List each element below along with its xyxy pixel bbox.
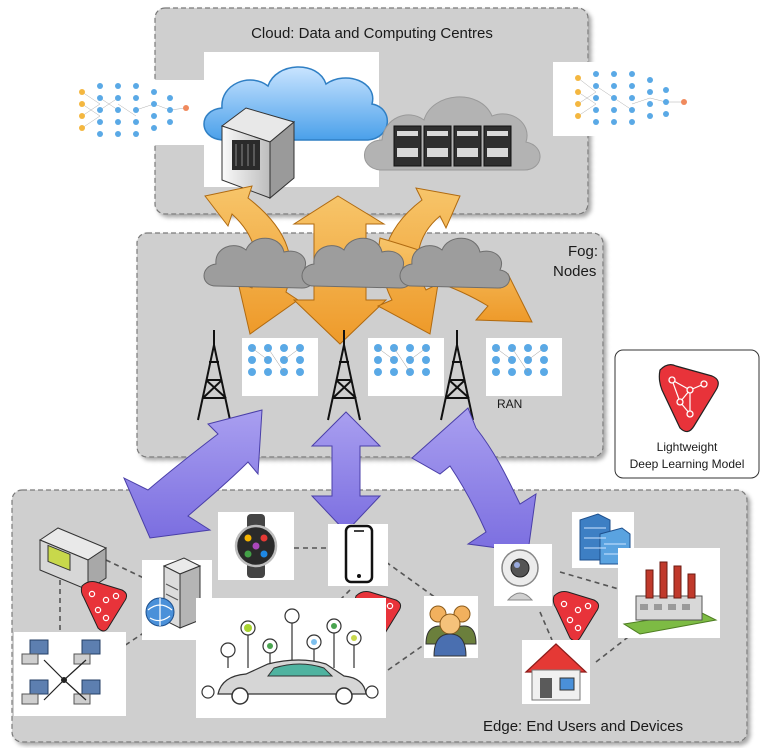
ran-label: RAN (497, 397, 522, 411)
lightweight-model-icon-1 (80, 581, 128, 632)
connected-car-icon (196, 598, 386, 718)
fog-neural-network-diagram-2 (368, 338, 444, 396)
legend-label-line2: Deep Learning Model (630, 457, 745, 471)
fog-neural-network-diagram-3 (486, 338, 562, 396)
cell-tower-icon-2 (327, 330, 361, 421)
server-rack-cloud-icon (364, 96, 541, 171)
factory-icon (618, 548, 720, 638)
fog-layer-label-line2: Nodes (553, 263, 596, 280)
fog-layer-label-line1: Fog: (568, 243, 598, 260)
fog-edge-arrow-left (122, 409, 263, 539)
lightweight-model-icon-3 (552, 591, 600, 642)
neural-network-funnel-icon (658, 364, 719, 433)
cell-tower-icon-1 (197, 330, 231, 421)
home-icon (522, 640, 590, 704)
cloud-layer-label: Cloud: Data and Computing Centres (251, 25, 493, 42)
neural-network-diagram-right (553, 62, 708, 136)
webcam-icon (494, 544, 552, 606)
fog-node-cloud-icon-3 (399, 237, 510, 289)
smartphone-icon (328, 524, 388, 586)
user-group-icon (424, 596, 478, 658)
server-tower-icon (220, 107, 296, 200)
neural-network-diagram-left (58, 80, 208, 145)
legend: Lightweight Deep Learning Model (614, 349, 760, 479)
legend-label-line1: Lightweight (657, 440, 718, 454)
cell-tower-icon-3 (440, 330, 474, 421)
fog-edge-arrow-right (411, 407, 537, 553)
cloud-fog-arrow-left (204, 185, 299, 335)
monitoring-device-icon (38, 527, 108, 591)
fog-neural-network-diagram-1 (242, 338, 318, 396)
cloud-fog-arrow-right (376, 187, 461, 335)
edge-layer-label: Edge: End Users and Devices (483, 718, 683, 735)
smartwatch-icon (218, 512, 294, 580)
fog-edge-arrows (122, 407, 537, 553)
computer-network-icon (14, 632, 126, 716)
